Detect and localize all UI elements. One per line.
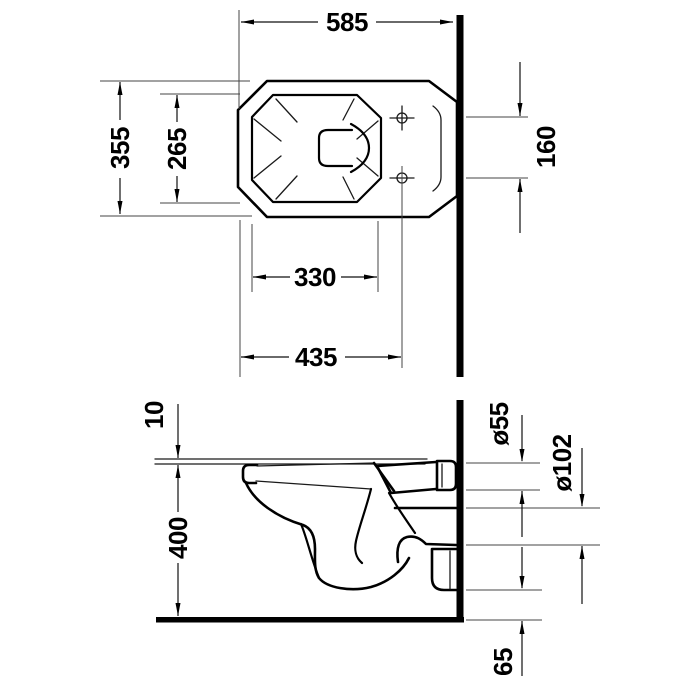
supply-bracket xyxy=(435,459,458,492)
dim-label-rim-height: 400 xyxy=(163,517,193,559)
trap-rear-curve xyxy=(387,491,417,535)
plan-outer-outline xyxy=(236,79,459,219)
bowl-outer-profile xyxy=(244,481,411,591)
dim-label-supply-pipe-diameter: ø55 xyxy=(484,402,514,445)
flush-band xyxy=(375,460,438,495)
outlet-pipe-bottom xyxy=(396,535,458,564)
wall-line-lower xyxy=(456,400,464,622)
wall-line-upper xyxy=(456,15,464,377)
dim-label-outlet-pipe-diameter: ø102 xyxy=(547,434,577,491)
bowl-inner-rear xyxy=(354,487,373,565)
seat-top-lines xyxy=(154,458,428,465)
plan-rear-edge xyxy=(432,105,442,192)
plan-bowl-opening xyxy=(317,128,354,168)
floor-line xyxy=(156,617,464,623)
dim-label-overall-depth: 355 xyxy=(105,127,135,169)
seat-wedge xyxy=(255,462,375,490)
dim-label-bowl-depth: 265 xyxy=(162,128,192,170)
bowl-inner-front xyxy=(299,522,321,580)
bottom-bracket xyxy=(430,547,458,592)
dim-label-overall-width: 585 xyxy=(326,7,368,37)
extension-lines xyxy=(100,10,600,621)
dim-label-seat-offset: 10 xyxy=(139,401,169,429)
dim-label-outlet-floor-offset: 65 xyxy=(488,648,518,676)
side-section-view xyxy=(154,458,458,592)
mounting-hole-top xyxy=(389,105,415,131)
dim-label-bowl-length: 330 xyxy=(294,262,336,292)
plan-view xyxy=(236,79,459,368)
dim-label-front-to-holes: 435 xyxy=(295,342,337,372)
dimension-arrowheads xyxy=(117,19,585,634)
dimension-lines xyxy=(119,21,583,676)
dim-label-hole-spacing: 160 xyxy=(531,126,561,168)
dimension-labels: 585 355 265 160 330 435 10 400 ø55 ø102 … xyxy=(105,7,577,676)
plan-bowl-rim xyxy=(250,93,383,204)
seat-nose xyxy=(241,463,259,485)
wall-and-floor xyxy=(156,15,464,623)
plan-bowl-opening-arc xyxy=(349,122,371,174)
plan-bowl-hatch-lines xyxy=(253,98,379,200)
